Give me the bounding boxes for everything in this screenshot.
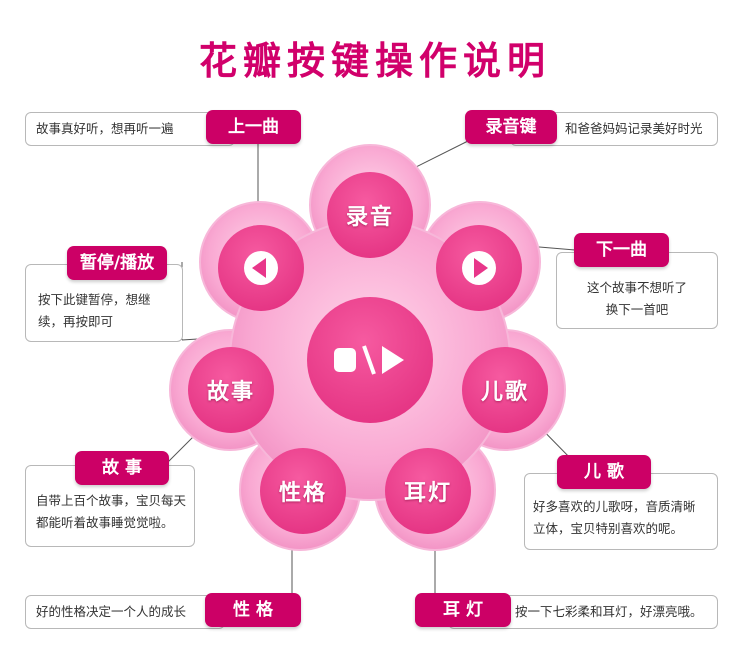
lamp-button-label: 耳灯: [403, 481, 452, 506]
next-label: 下一曲: [574, 233, 669, 267]
pause-label: 暂停/播放: [67, 246, 167, 280]
prev-label: 上一曲: [206, 110, 301, 144]
lamp-button[interactable]: 耳灯: [385, 448, 471, 534]
record-button[interactable]: 录音: [327, 172, 413, 258]
character-description: 好的性格决定一个人的成长: [25, 595, 225, 629]
lamp-label: 耳 灯: [415, 593, 511, 627]
triangle-left-icon: [244, 251, 278, 285]
prev-button[interactable]: [218, 225, 304, 311]
story-label: 故 事: [75, 451, 169, 485]
record-button-label: 录音: [345, 205, 394, 230]
next-button[interactable]: [436, 225, 522, 311]
character-label: 性 格: [205, 593, 301, 627]
play-pause-icon: [334, 345, 404, 375]
song-button-label: 儿歌: [480, 380, 529, 405]
character-button-label: 性格: [278, 481, 327, 506]
triangle-right-icon: [462, 251, 496, 285]
story-button-label: 故事: [206, 380, 255, 405]
prev-description: 故事真好听，想再听一遍: [25, 112, 235, 146]
song-label: 儿 歌: [557, 455, 651, 489]
page-title: 花瓣按键操作说明: [198, 39, 551, 83]
play-pause-button[interactable]: [307, 297, 433, 423]
character-button[interactable]: 性格: [260, 448, 346, 534]
record-label: 录音键: [465, 110, 557, 144]
song-button[interactable]: 儿歌: [462, 347, 548, 433]
story-button[interactable]: 故事: [188, 347, 274, 433]
